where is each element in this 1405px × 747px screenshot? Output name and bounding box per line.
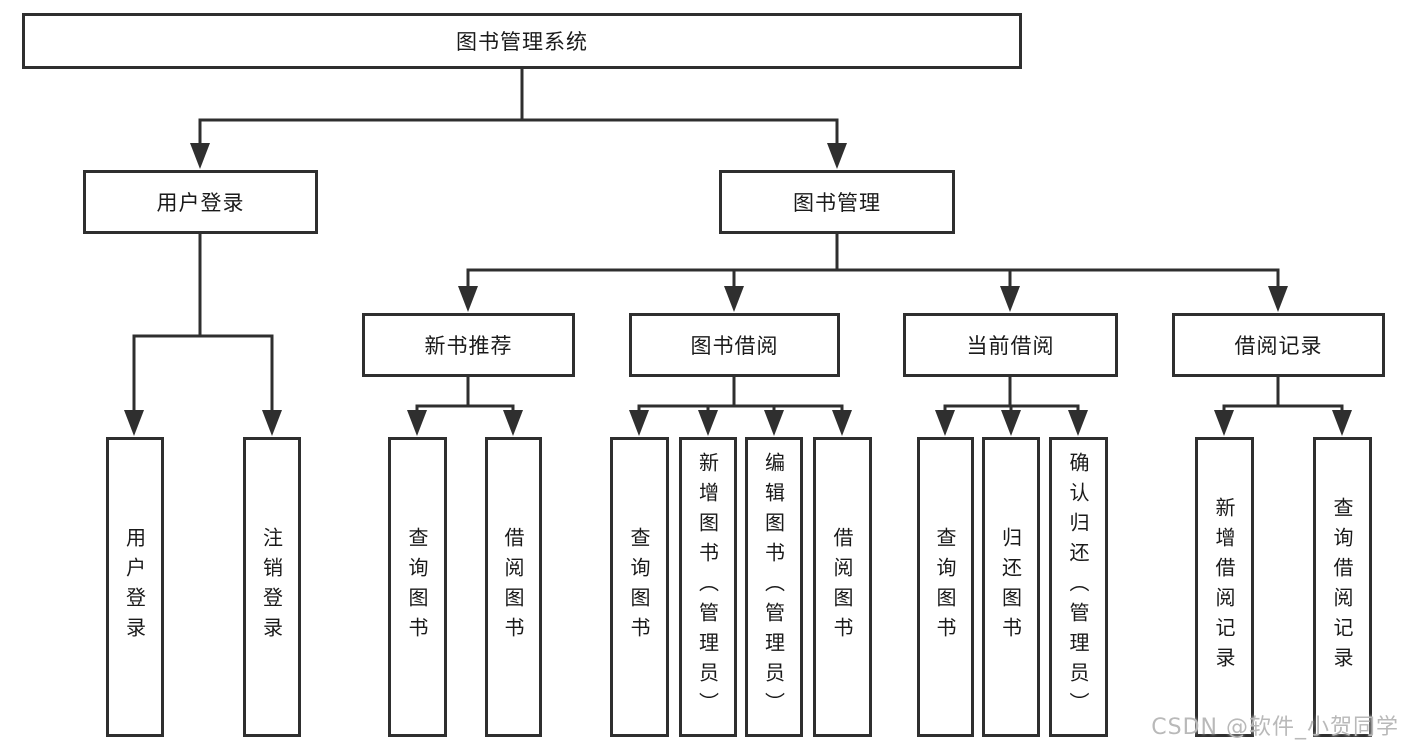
edge-current-to-leaves: [943, 374, 1080, 414]
node-user-login: 用户登录: [83, 170, 318, 234]
edge-borrowing-to-leaves: [637, 374, 844, 414]
edge-newbook-to-leaves: [415, 374, 515, 414]
leaf-user-login: 用户登录: [106, 437, 164, 737]
node-library-system: 图书管理系统: [22, 13, 1022, 69]
node-borrowing-records: 借阅记录: [1172, 313, 1385, 377]
arrowhead-down: [407, 410, 427, 436]
leaf-borrow-books-recommend: 借阅图书: [485, 437, 542, 737]
leaf-query-books-recommend: 查询图书: [388, 437, 447, 737]
edge-root-to-level2: [198, 66, 839, 148]
arrowhead-down: [1000, 286, 1020, 312]
leaf-query-books-current: 查询图书: [917, 437, 974, 737]
watermark-text: CSDN @软件_小贺同学: [1151, 715, 1399, 740]
leaf-logout: 注销登录: [243, 437, 301, 737]
leaf-confirm-return-admin: 确认归还（管理员）: [1049, 437, 1108, 737]
arrowhead-down: [124, 410, 144, 436]
arrowhead-down: [1068, 410, 1088, 436]
leaf-query-books-borrowing: 查询图书: [610, 437, 669, 737]
arrowhead-down: [698, 410, 718, 436]
leaf-add-books-admin: 新增图书（管理员）: [679, 437, 737, 737]
edge-bookmgmt-to-level3: [466, 232, 1280, 290]
node-current-borrowing: 当前借阅: [903, 313, 1118, 377]
arrowhead-down: [1332, 410, 1352, 436]
arrowhead-down: [1001, 410, 1021, 436]
arrowhead-down: [827, 143, 847, 169]
arrowhead-down: [935, 410, 955, 436]
arrowhead-group: [124, 143, 1352, 436]
arrowhead-down: [190, 143, 210, 169]
arrowhead-down: [629, 410, 649, 436]
arrowhead-down: [458, 286, 478, 312]
arrowhead-down: [724, 286, 744, 312]
node-book-management: 图书管理: [719, 170, 955, 234]
arrowhead-down: [503, 410, 523, 436]
leaf-query-borrow-record: 查询借阅记录: [1313, 437, 1372, 737]
node-book-borrowing: 图书借阅: [629, 313, 840, 377]
leaf-edit-books-admin: 编辑图书（管理员）: [745, 437, 803, 737]
leaf-return-books: 归还图书: [982, 437, 1040, 737]
arrowhead-down: [832, 410, 852, 436]
edge-group: [132, 66, 1344, 414]
node-new-book-recommend: 新书推荐: [362, 313, 575, 377]
edge-records-to-leaves: [1222, 374, 1344, 414]
arrowhead-down: [1214, 410, 1234, 436]
arrowhead-down: [262, 410, 282, 436]
leaf-add-borrow-record: 新增借阅记录: [1195, 437, 1254, 737]
arrowhead-down: [1268, 286, 1288, 312]
arrowhead-down: [764, 410, 784, 436]
leaf-borrow-books-borrowing: 借阅图书: [813, 437, 872, 737]
edge-userlogin-to-leaves: [132, 232, 274, 414]
